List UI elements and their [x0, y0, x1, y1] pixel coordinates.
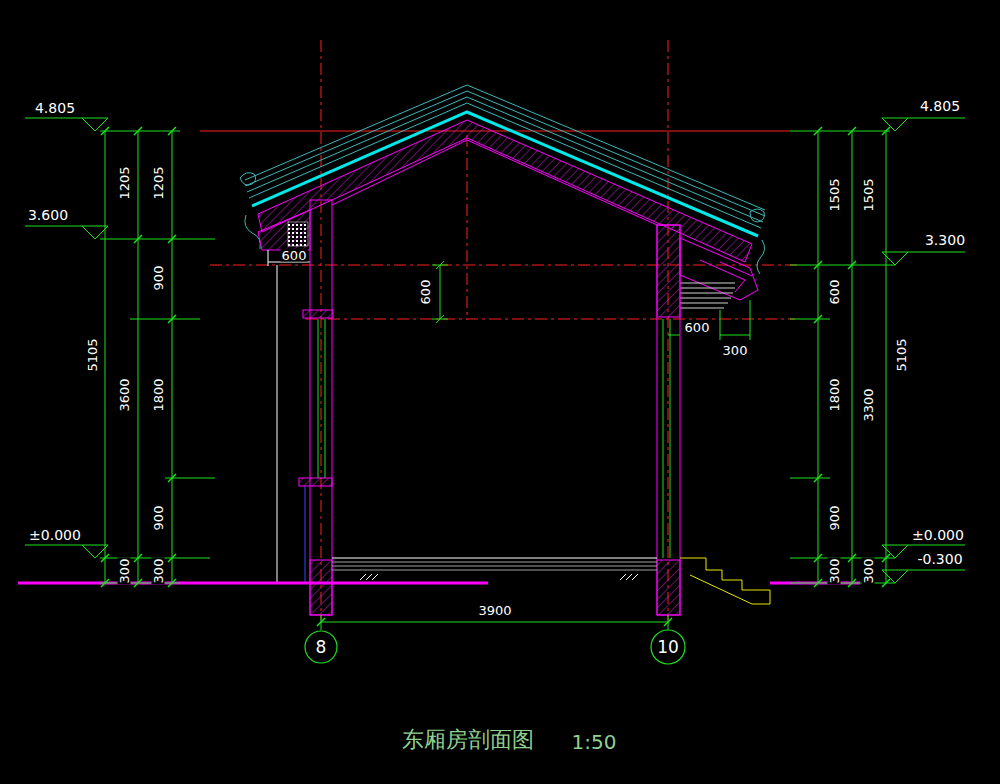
elevation-value: -0.300	[916, 552, 963, 566]
dimension-value: 1800	[828, 377, 841, 412]
dimension-value: 5105	[86, 337, 99, 372]
dimension-value: 1205	[152, 165, 165, 200]
right-footing	[657, 560, 680, 615]
window-frame	[318, 319, 670, 558]
left-footing	[310, 560, 332, 615]
elevation-symbol	[882, 118, 965, 583]
column-line	[277, 265, 278, 583]
dimension-value: 300	[722, 344, 749, 357]
bubble-circle	[305, 631, 337, 663]
elevation-value: ±0.000	[28, 528, 82, 542]
elevation-value: 4.805	[919, 99, 961, 113]
elevation-symbol	[25, 118, 108, 558]
right-wall	[657, 225, 680, 615]
dimension-value: 1505	[862, 177, 875, 212]
top-level-line	[200, 131, 790, 132]
right-wall-top	[657, 225, 680, 317]
eave-bracket	[680, 238, 758, 300]
elevation-markers	[25, 118, 965, 583]
elevation-value: 3.300	[924, 233, 966, 247]
floor-top	[332, 558, 657, 559]
walls	[299, 200, 680, 615]
left-eave	[258, 210, 310, 266]
dimension-value: 600	[419, 279, 432, 306]
door-line	[305, 486, 306, 583]
dimension-value: 1800	[152, 377, 165, 412]
elevation-value: 3.600	[27, 208, 69, 222]
axis-number: 8	[316, 639, 327, 656]
roof	[240, 85, 765, 274]
dimension-value: 1205	[118, 165, 131, 200]
dimension-lines	[100, 127, 895, 630]
dimension-value: 900	[152, 505, 165, 532]
scale-ratio: 1:50	[571, 732, 618, 752]
floor-layers	[332, 562, 657, 570]
dimension-value: 300	[862, 558, 875, 585]
drawing-title: 东厢房剖面图	[401, 729, 535, 751]
elevation-value: 4.805	[34, 101, 76, 115]
elevation-value: ±0.000	[911, 528, 965, 542]
axis-lines	[200, 40, 800, 620]
eave-curl	[245, 215, 765, 274]
eave-dentil	[288, 222, 308, 246]
axis-number: 10	[657, 639, 679, 656]
dimension-tick	[101, 127, 890, 626]
ridge-ornament	[240, 173, 764, 222]
floor	[332, 558, 657, 580]
dimension-value: 300	[828, 558, 841, 585]
dimension-value: 900	[152, 265, 165, 292]
dimension-value: 1505	[828, 177, 841, 212]
dimension-value: 300	[118, 558, 131, 585]
dimension-value: 3600	[118, 377, 131, 412]
dimension-value: 3900	[477, 604, 512, 617]
left-lintel	[303, 310, 333, 318]
steps	[680, 558, 770, 604]
roof-underside	[332, 140, 657, 225]
left-wall	[310, 200, 332, 615]
grid-axis-bubble: 10	[650, 629, 686, 665]
extension-line	[100, 131, 895, 630]
axis-dashed	[210, 40, 800, 620]
bubble-circle	[651, 630, 685, 664]
right-eave	[668, 238, 758, 340]
grid-axis-bubble: 8	[304, 630, 338, 664]
dimension-value: 5105	[895, 337, 908, 372]
dimension-value: 3300	[862, 387, 875, 422]
dimension-value: 600	[281, 249, 308, 262]
soil-hatch	[360, 574, 638, 580]
dimension-line	[105, 131, 886, 622]
ceiling-dimension	[432, 261, 448, 323]
eave-bracket-detail	[700, 260, 752, 292]
dimension-value: 900	[828, 505, 841, 532]
dimension-value: 600	[828, 279, 841, 306]
left-sill	[299, 478, 332, 486]
eave-block	[258, 210, 310, 250]
dimension-value: 300	[152, 558, 165, 585]
eave-corbel	[680, 283, 735, 308]
dimension-value: 600	[684, 321, 711, 334]
